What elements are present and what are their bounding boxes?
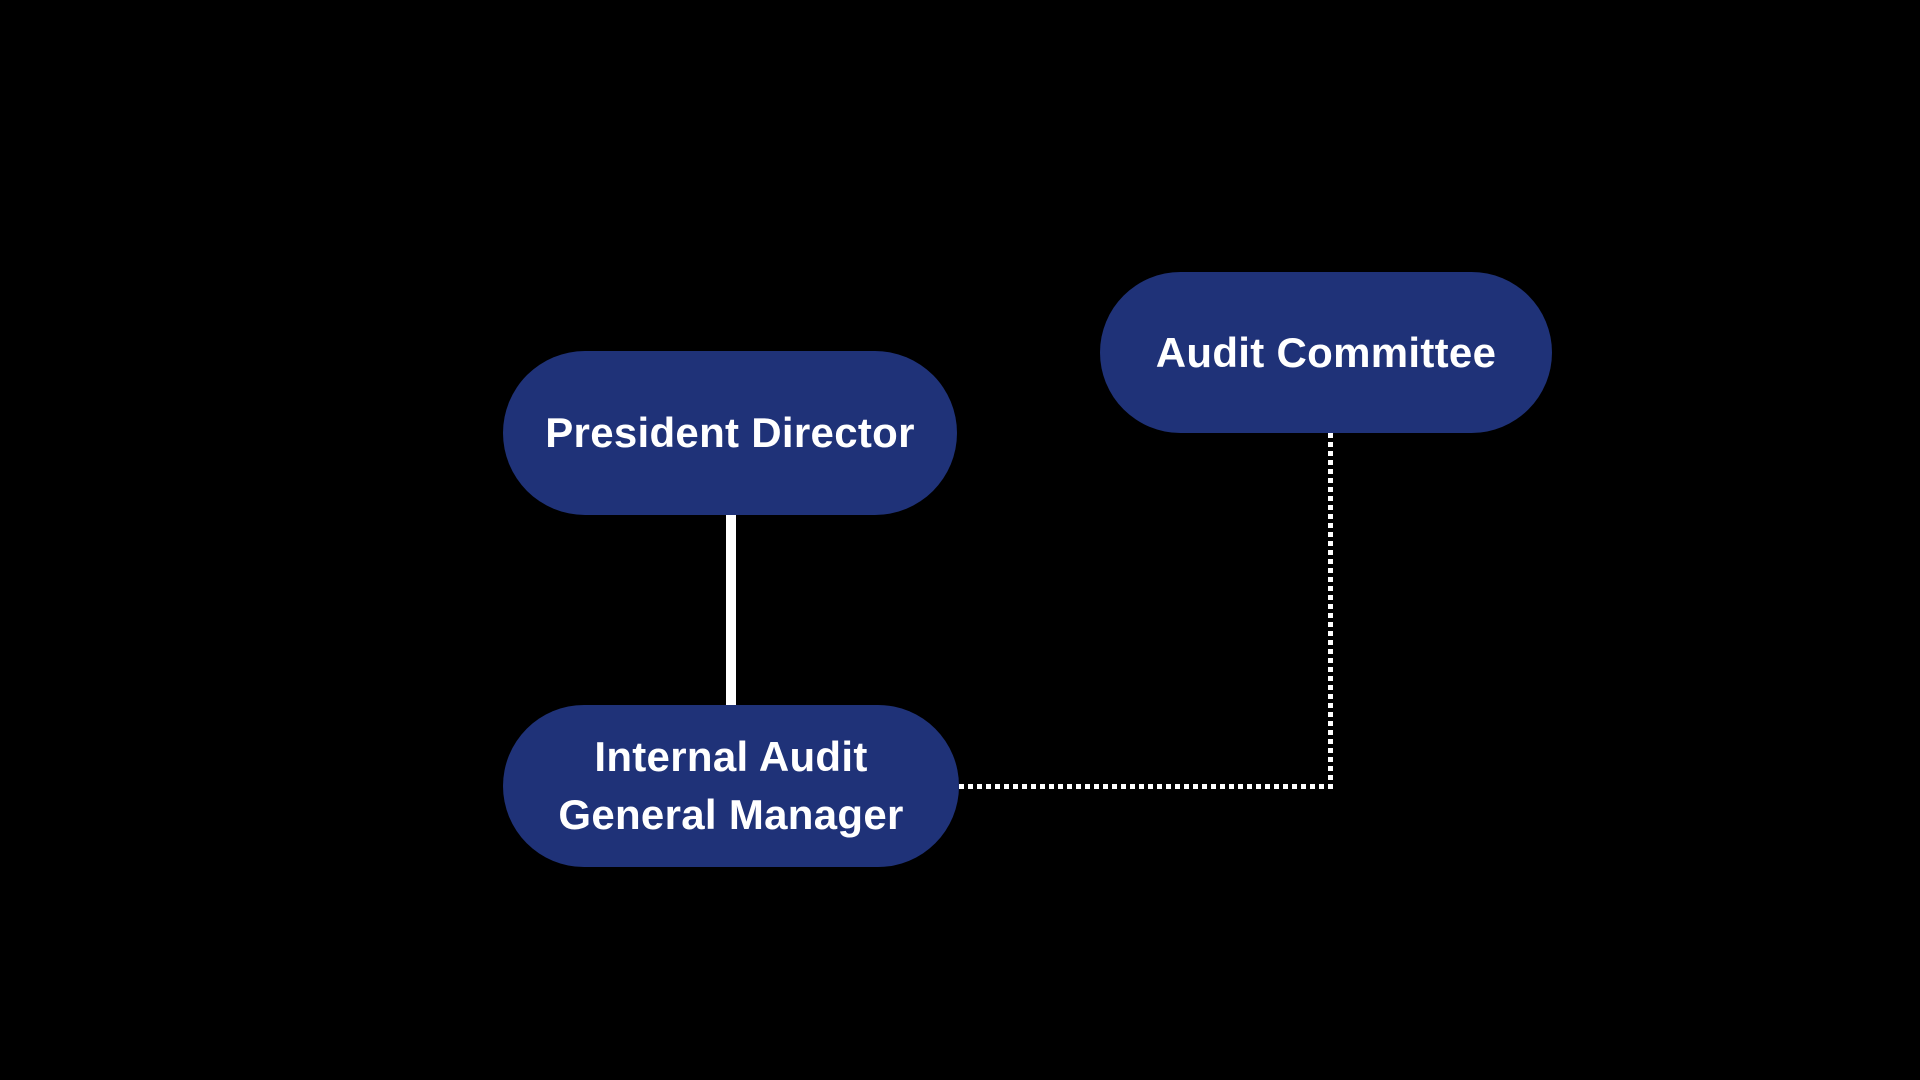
node-internal-audit-general-manager: Internal Audit General Manager: [503, 705, 959, 867]
connector-president-to-internal-audit: [726, 513, 736, 707]
node-internal-audit-gm-label-line2: General Manager: [558, 791, 904, 838]
node-audit-committee: Audit Committee: [1100, 272, 1552, 433]
node-audit-committee-label: Audit Committee: [1155, 328, 1497, 376]
node-president-director: President Director: [503, 351, 957, 515]
connector-internal-audit-dotted-horizontal: [959, 784, 1333, 789]
node-president-director-label: President Director: [545, 409, 915, 457]
node-internal-audit-gm-label-line1: Internal Audit: [594, 733, 868, 781]
connector-audit-committee-dotted-vertical: [1328, 433, 1333, 786]
